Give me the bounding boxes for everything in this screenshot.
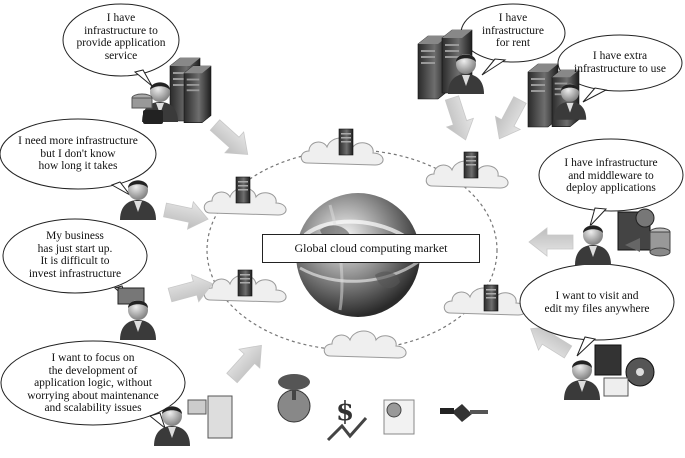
user-focus-logic [154,395,233,446]
arrow-from-topleft [205,114,258,166]
bubble-text-for-rent: I have infrastructure for rent [482,12,544,49]
provider-middleware [575,208,671,265]
provider-app-service [131,57,212,124]
bubble-focus-logic [0,340,186,430]
cloud-node-topright [425,151,509,189]
arrow-from-bottomleft [221,335,273,388]
plug-connector-icon [440,404,488,422]
bubble-text-focus-logic: I want to focus on the development of ap… [27,352,159,414]
arrow-from-top-right2 [486,93,533,146]
bubble-text-app-service: I have infrastructure to provide applica… [76,12,166,62]
bubble-text-need-more: I need more infrastructure but I don't k… [18,135,138,172]
market-label: Global cloud computing market [262,234,480,263]
bubble-need-more [0,118,157,196]
bubble-text-visit-files: I want to visit and edit my files anywhe… [544,290,650,315]
computer-tower-icon [207,395,233,439]
user-startup [117,287,156,340]
arrow-from-left-lower [165,269,217,309]
briefcase-icon [143,110,163,124]
plug-icon [625,238,640,252]
bubble-text-startup: My business has just start up. It is dif… [28,230,122,280]
bubble-middleware [538,138,684,227]
bubble-for-rent [460,3,566,76]
bubble-extra-infra [557,34,683,103]
bubble-text-middleware: I have infrastructure and middleware to … [564,157,658,194]
gear-icon [635,208,655,228]
tree-globe-icon [277,374,311,423]
cloud-node-top [300,128,384,166]
database-icon [649,227,671,257]
cloud-node-left [203,269,287,303]
document-icon [603,377,629,397]
cloud-node-bottom [323,330,407,359]
bubble-app-service [62,3,180,87]
user-need-more [120,180,156,220]
certificate-icon [383,399,415,435]
cloud-node-right [443,284,527,316]
cloud-node-topleft [203,176,287,216]
dollar-growth-icon: $ [326,397,368,442]
arrow-from-top-right1 [438,93,480,145]
user-visit-files [564,344,655,400]
arrow-from-left-upper [161,195,212,234]
bubble-text-extra-infra: I have extra infrastructure to use [574,50,666,75]
arrow-from-right [528,227,574,257]
svg-text:$: $ [336,397,354,427]
